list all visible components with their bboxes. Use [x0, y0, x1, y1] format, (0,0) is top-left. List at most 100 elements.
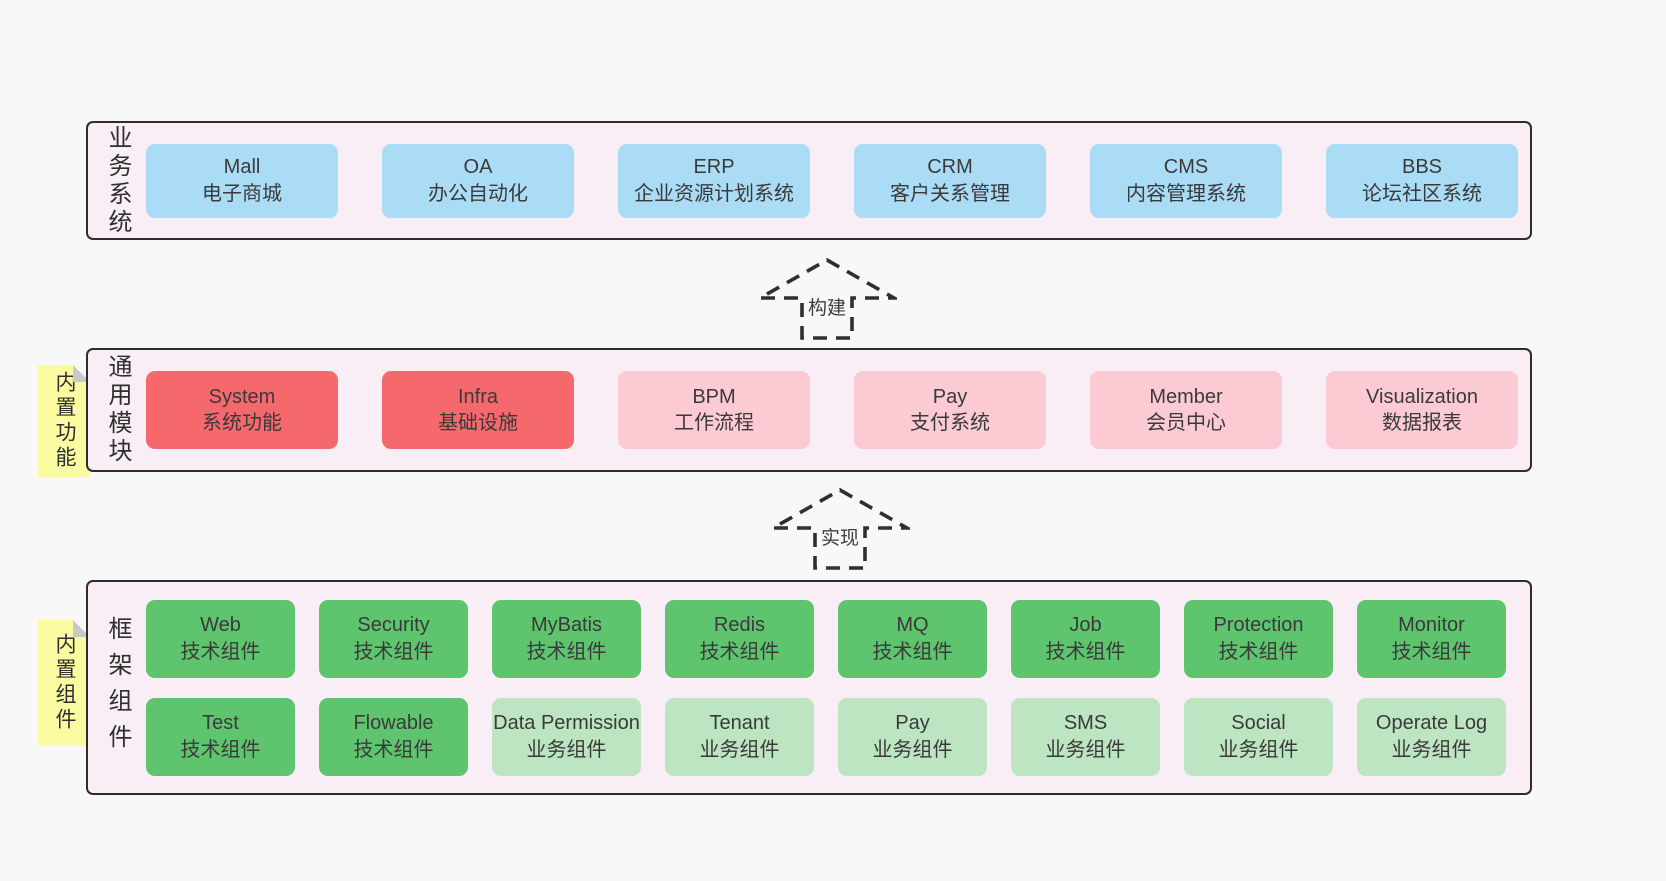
box-operate-log: Operate Log 业务组件 — [1357, 697, 1506, 776]
framework-row-2: Test 技术组件 Flowable 技术组件 Data Permission … — [146, 697, 1530, 776]
box-subtitle: 技术组件 — [353, 738, 434, 761]
box-member: Member 会员中心 — [1090, 371, 1282, 449]
box-sms: SMS 业务组件 — [1011, 697, 1160, 776]
box-pay-module: Pay 支付系统 — [854, 371, 1046, 449]
box-title: ERP — [693, 156, 735, 179]
box-bpm: BPM 工作流程 — [618, 371, 810, 449]
sticky-note-label: 内置组件 — [53, 633, 76, 733]
layer-content: Mall 电子商城 OA 办公自动化 ERP 企业资源计划系统 CRM 客户关系… — [146, 143, 1530, 218]
box-title: BPM — [692, 385, 736, 408]
box-title: Test — [202, 712, 239, 735]
box-tenant: Tenant 业务组件 — [665, 697, 814, 776]
box-title: Security — [357, 614, 430, 637]
layer-content: Web 技术组件 Security 技术组件 MyBatis 技术组件 Redi… — [146, 599, 1530, 776]
box-subtitle: 支付系统 — [910, 412, 990, 434]
box-protection: Protection 技术组件 — [1184, 599, 1333, 678]
box-subtitle: 论坛社区系统 — [1362, 182, 1482, 205]
box-title: Job — [1069, 614, 1102, 637]
box-subtitle: 基础设施 — [438, 412, 518, 434]
box-subtitle: 办公自动化 — [428, 182, 528, 205]
box-system: System 系统功能 — [146, 371, 338, 449]
sticky-note-label: 内置功能 — [53, 371, 76, 471]
box-title: BBS — [1401, 156, 1443, 179]
box-data-permission: Data Permission 业务组件 — [492, 697, 641, 776]
sticky-note-builtin-components: 内置组件 — [38, 620, 90, 746]
box-title: Web — [200, 614, 241, 637]
box-cms: CMS 内容管理系统 — [1090, 143, 1282, 218]
box-pay-component: Pay 业务组件 — [838, 697, 987, 776]
arrow-label: 实现 — [816, 522, 864, 551]
box-title: Operate Log — [1375, 712, 1488, 735]
box-subtitle: 技术组件 — [699, 640, 780, 663]
box-title: Monitor — [1398, 614, 1465, 637]
box-security: Security 技术组件 — [319, 599, 468, 678]
box-visualization: Visualization 数据报表 — [1326, 371, 1518, 449]
box-subtitle: 业务组件 — [1045, 738, 1126, 761]
box-subtitle: 会员中心 — [1146, 412, 1226, 434]
box-title: Data Permission — [493, 712, 640, 735]
box-title: Mall — [223, 156, 261, 179]
box-mall: Mall 电子商城 — [146, 143, 338, 218]
box-title: Protection — [1213, 614, 1304, 637]
box-title: Pay — [895, 712, 930, 735]
box-infra: Infra 基础设施 — [382, 371, 574, 449]
box-subtitle: 技术组件 — [180, 738, 261, 761]
box-subtitle: 工作流程 — [674, 412, 754, 434]
box-crm: CRM 客户关系管理 — [854, 143, 1046, 218]
box-subtitle: 技术组件 — [1218, 640, 1299, 663]
sticky-note-builtin-functions: 内置功能 — [38, 365, 90, 477]
box-title: Tenant — [709, 712, 770, 735]
box-title: SMS — [1063, 712, 1108, 735]
box-title: System — [208, 385, 276, 408]
box-social: Social 业务组件 — [1184, 697, 1333, 776]
box-mybatis: MyBatis 技术组件 — [492, 599, 641, 678]
box-title: MQ — [896, 614, 929, 637]
box-title: Infra — [457, 385, 499, 408]
box-subtitle: 技术组件 — [1045, 640, 1126, 663]
arrow-implement: 实现 — [770, 486, 910, 572]
box-title: Social — [1231, 712, 1286, 735]
box-title: Visualization — [1366, 385, 1478, 408]
layer-business-systems: 业务系统 Mall 电子商城 OA 办公自动化 ERP 企业资源计划系统 CRM… — [86, 121, 1532, 240]
box-subtitle: 技术组件 — [353, 640, 434, 663]
layer-content: System 系统功能 Infra 基础设施 BPM 工作流程 Pay 支付系统… — [146, 371, 1530, 449]
box-title: MyBatis — [530, 614, 603, 637]
arrow-build: 构建 — [757, 256, 897, 342]
box-subtitle: 技术组件 — [180, 640, 261, 663]
box-title: Redis — [713, 614, 766, 637]
box-subtitle: 客户关系管理 — [890, 182, 1010, 205]
up-arrow-icon — [757, 257, 897, 340]
box-erp: ERP 企业资源计划系统 — [618, 143, 810, 218]
box-redis: Redis 技术组件 — [665, 599, 814, 678]
box-title: OA — [463, 156, 493, 179]
box-web: Web 技术组件 — [146, 599, 295, 678]
box-title: Flowable — [353, 712, 434, 735]
box-mq: MQ 技术组件 — [838, 599, 987, 678]
arrow-label: 构建 — [803, 292, 851, 321]
box-subtitle: 业务组件 — [872, 738, 953, 761]
layer-label: 框架组件 — [104, 615, 131, 760]
box-subtitle: 业务组件 — [699, 738, 780, 761]
box-subtitle: 数据报表 — [1382, 412, 1462, 434]
box-subtitle: 业务组件 — [1218, 738, 1299, 761]
box-title: Member — [1149, 385, 1223, 408]
layer-framework-components: 框架组件 Web 技术组件 Security 技术组件 MyBatis 技术组件… — [86, 580, 1532, 795]
box-subtitle: 系统功能 — [202, 412, 282, 434]
box-bbs: BBS 论坛社区系统 — [1326, 143, 1518, 218]
layer-label: 业务系统 — [104, 124, 131, 237]
box-subtitle: 内容管理系统 — [1126, 182, 1246, 205]
layer-label: 通用模块 — [104, 354, 131, 466]
box-subtitle: 电子商城 — [202, 182, 282, 205]
box-monitor: Monitor 技术组件 — [1357, 599, 1506, 678]
box-title: Pay — [932, 385, 968, 408]
box-job: Job 技术组件 — [1011, 599, 1160, 678]
box-title: CMS — [1163, 156, 1209, 179]
layer-common-modules: 通用模块 System 系统功能 Infra 基础设施 BPM 工作流程 Pay… — [86, 348, 1532, 472]
box-subtitle: 技术组件 — [1391, 640, 1472, 663]
box-flowable: Flowable 技术组件 — [319, 697, 468, 776]
box-subtitle: 技术组件 — [872, 640, 953, 663]
box-title: CRM — [927, 156, 973, 179]
box-subtitle: 业务组件 — [526, 738, 607, 761]
box-subtitle: 技术组件 — [526, 640, 607, 663]
